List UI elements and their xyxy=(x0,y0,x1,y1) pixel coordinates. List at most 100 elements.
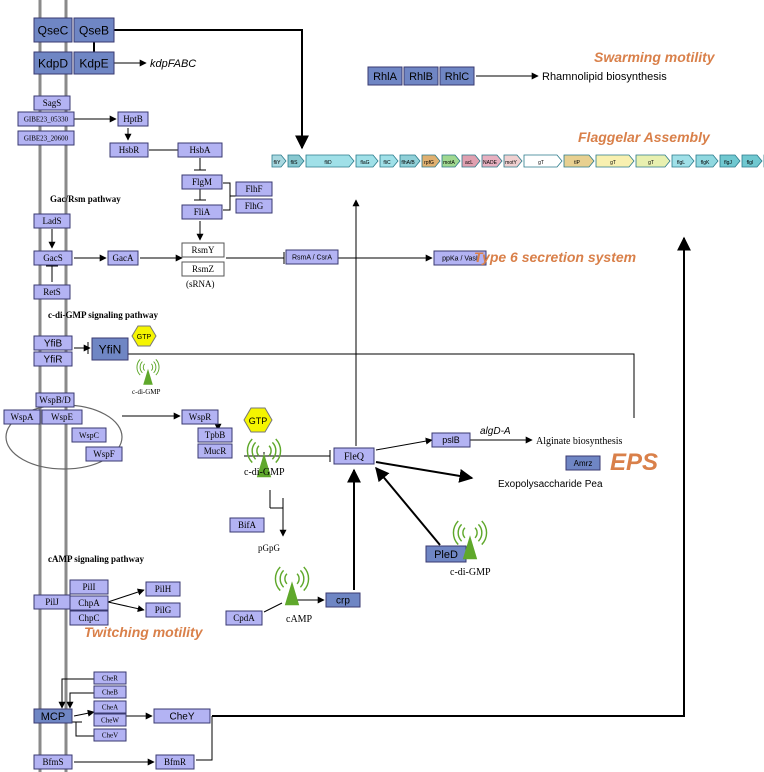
node-label: GacA xyxy=(113,253,134,263)
flagellar-gene-label: fliC xyxy=(383,160,391,166)
node-box xyxy=(325,592,361,608)
node-label: FleQ xyxy=(344,452,365,463)
node-wspr: WspR xyxy=(181,409,219,425)
node-label: PilJ xyxy=(45,597,59,607)
node-pilh: PilH xyxy=(145,581,181,597)
node-box xyxy=(33,17,73,43)
flagellar-gene-label: gT xyxy=(648,160,654,166)
node-rhlb: RhlB xyxy=(403,66,439,86)
cdigmp-signal-icon xyxy=(452,520,488,560)
node-label: PilH xyxy=(155,584,172,594)
flagellar-gene-arrow xyxy=(481,154,503,168)
node-flia: FliA xyxy=(181,204,223,220)
node-chpc: ChpC xyxy=(69,610,109,626)
node-label: ChpA xyxy=(78,598,100,608)
node-label: BifA xyxy=(238,520,257,530)
node-wspc: WspC xyxy=(71,427,107,443)
node-hsbr: HsbR xyxy=(109,142,149,158)
node-label: WspE xyxy=(51,412,73,422)
node-cheb: CheB xyxy=(93,685,127,699)
node-box xyxy=(229,517,265,533)
node-box xyxy=(93,700,127,714)
flagellar-gene-label: motA xyxy=(443,160,455,166)
flagellar-gene-arrow xyxy=(355,154,379,168)
node-box xyxy=(153,708,211,724)
flagellar-gene-arrow xyxy=(719,154,741,168)
node-label: RsmZ xyxy=(192,264,214,274)
node-cpda: CpdA xyxy=(225,610,263,626)
flagellar-gene-arrow xyxy=(563,154,595,168)
node-label: pslB xyxy=(442,435,460,445)
node-box xyxy=(73,17,115,43)
node-box xyxy=(177,142,223,158)
node-wspbd: WspB/D xyxy=(35,392,75,408)
node-box xyxy=(35,392,75,408)
node-wspe: WspE xyxy=(41,409,83,425)
exopolysaccharide-pea-label: Exopolysaccharide Pea xyxy=(498,479,603,490)
node-label: WspA xyxy=(11,412,34,422)
node-label: GIBE23_05330 xyxy=(24,116,69,124)
node-chpa: ChpA xyxy=(69,595,109,611)
node-box xyxy=(91,337,129,361)
flagellar-gene-label: tlP xyxy=(574,160,581,166)
node-tpbb: TpbB xyxy=(197,427,233,443)
node-chew: CheW xyxy=(93,713,127,727)
flagellar-gene-arrow xyxy=(461,154,481,168)
node-rsma: RsmA / CsrA xyxy=(285,249,339,265)
node-rsmz: RsmZ xyxy=(181,261,225,277)
node-label: PilG xyxy=(155,605,172,615)
flagellar-gene-label: motY xyxy=(505,160,517,166)
node-flgm: FlgM xyxy=(181,174,223,190)
node-label: PleD xyxy=(434,549,458,561)
node-label: RhlB xyxy=(409,71,433,83)
node-box xyxy=(235,181,273,197)
node-sags: SagS xyxy=(33,95,71,111)
node-label: WspR xyxy=(189,412,212,422)
node-gacs: GacS xyxy=(33,250,73,266)
node-label: RsmY xyxy=(191,245,215,255)
flagellar-gene-arrow xyxy=(503,154,523,168)
node-box xyxy=(33,95,71,111)
node-hptb: HptB xyxy=(117,111,149,127)
gtp-hexagon-2: GTP xyxy=(243,407,273,433)
cdigmp-label-2: c-di-GMP xyxy=(244,467,285,478)
node-box xyxy=(285,249,339,265)
node-box xyxy=(3,409,41,425)
node-box xyxy=(71,427,107,443)
gtp-label-1: GTP xyxy=(137,334,152,341)
node-box xyxy=(17,111,75,127)
node-pled: PleD xyxy=(425,545,467,563)
node-pili: PilI xyxy=(69,579,109,595)
node-label: HptB xyxy=(123,114,143,124)
node-bfms: BfmS xyxy=(33,754,73,770)
node-box xyxy=(69,595,109,611)
node-bfmr: BfmR xyxy=(155,754,195,770)
flagellar-gene-label: acL xyxy=(465,160,473,166)
node-box xyxy=(33,708,73,724)
node-label: CheV xyxy=(102,732,118,740)
gtp-label-2: GTP xyxy=(249,416,268,426)
node-label: GIBE23_20600 xyxy=(24,135,69,143)
flagellar-gene-arrow xyxy=(271,154,287,168)
node-box xyxy=(33,351,73,367)
node-bifa: BifA xyxy=(229,517,265,533)
node-box xyxy=(107,250,139,266)
flagellar-gene-arrow xyxy=(671,154,695,168)
gac-rsm-pathway-label: Gac/Rsm pathway xyxy=(50,194,121,204)
kdpfabc-label: kdpFABC xyxy=(150,58,196,70)
node-box xyxy=(367,66,403,86)
node-box xyxy=(17,130,75,146)
node-label: RhlA xyxy=(373,71,398,83)
node-box xyxy=(33,335,73,351)
flagellar-gene-arrow xyxy=(421,154,441,168)
node-box xyxy=(73,51,115,75)
node-label: BfmR xyxy=(164,757,186,767)
flagellar-gene-arrow xyxy=(741,154,763,168)
srna-label: (sRNA) xyxy=(186,279,215,289)
node-label: QseB xyxy=(79,23,109,37)
node-label: QseC xyxy=(38,23,69,37)
edges xyxy=(46,29,691,766)
node-fleq: FleQ xyxy=(333,447,375,465)
flagellar-gene-arrow xyxy=(441,154,461,168)
node-label: PilI xyxy=(82,582,95,592)
